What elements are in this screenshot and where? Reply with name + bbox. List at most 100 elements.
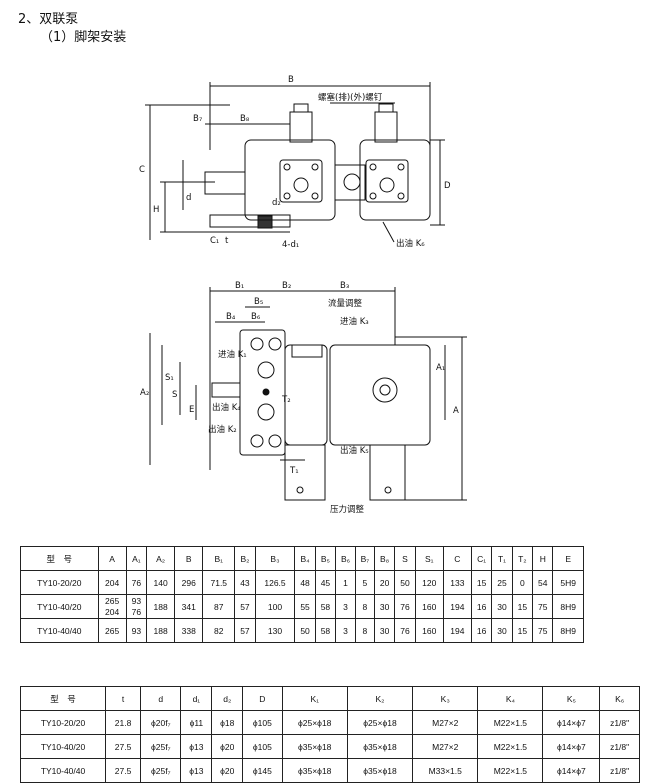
table-cell: 58	[314, 594, 337, 619]
table-cell: 27.5	[105, 734, 142, 759]
table-cell: TY10-20/20	[19, 710, 107, 735]
front-view: B₁ B₂ B₃ B₅ B₄ B₆ 流量调整 进油 K₃ 进油 K₁ A₂ S₁…	[140, 281, 467, 515]
table-cell: 76	[394, 594, 416, 619]
table-cell: 93	[125, 618, 148, 643]
column-header: B₄	[294, 546, 316, 571]
table-cell: 58	[314, 618, 337, 643]
table-cell: 57	[234, 594, 256, 619]
column-header: K₅	[542, 686, 601, 711]
label-S: S	[172, 390, 177, 400]
column-header: d	[140, 686, 182, 711]
table-cell: 265	[97, 618, 127, 643]
table-cell: TY10-20/20	[20, 570, 99, 595]
table-cell: ϕ145	[242, 758, 283, 783]
table-cell: M22×1.5	[477, 758, 544, 783]
label-outlet-k4: 出油 K₄	[212, 402, 241, 413]
table-cell: 75	[532, 618, 554, 643]
table-cell: 100	[254, 594, 296, 619]
column-header: E	[552, 546, 584, 571]
label-C1: C₁	[210, 236, 219, 246]
table-cell: ϕ35×ϕ18	[281, 758, 348, 783]
table-cell: 296	[174, 570, 204, 595]
table-cell: ϕ20	[211, 758, 244, 783]
column-header: K₃	[412, 686, 479, 711]
table-cell: ϕ11	[180, 710, 213, 735]
table-cell: ϕ105	[242, 734, 283, 759]
table-cell: 15	[511, 594, 534, 619]
table-cell: ϕ20f₇	[140, 710, 182, 735]
table-cell: M27×2	[412, 734, 479, 759]
label-B1: B₁	[235, 281, 244, 291]
label-H: H	[153, 205, 159, 215]
label-outlet-k6: 出油 K₆	[396, 238, 425, 249]
column-header: S	[394, 546, 416, 571]
table-cell: z1/8"	[599, 710, 640, 735]
table-cell: 126.5	[254, 570, 296, 595]
table-cell: ϕ13	[180, 734, 213, 759]
table-cell: 82	[202, 618, 236, 643]
label-inlet-k1: 进油 K₁	[218, 349, 247, 360]
table-cell: TY10-40/20	[20, 594, 99, 619]
table-cell: M22×1.5	[477, 710, 544, 735]
table-cell: 5H9	[552, 570, 584, 595]
table-cell: 194	[442, 618, 472, 643]
table-cell: ϕ14×ϕ7	[542, 710, 601, 735]
table-cell: 25	[491, 570, 513, 595]
label-T1: T₁	[289, 466, 299, 476]
table-cell: 76	[394, 618, 416, 643]
label-B3: B₃	[340, 281, 349, 291]
label-B4: B₄	[226, 312, 236, 322]
table-cell: 45	[314, 570, 337, 595]
label-inlet-k3: 进油 K₃	[340, 316, 369, 327]
side-view: B 螺塞(排)(外)螺钉 B₇ B₈ C H d d₂ C₁ t 4-d₁	[139, 75, 451, 250]
column-header: B₁	[202, 546, 236, 571]
column-header: d₂	[211, 686, 244, 711]
label-C: C	[139, 165, 145, 175]
column-header: d₁	[180, 686, 213, 711]
column-header: 型 号	[20, 546, 99, 571]
table-cell: 30	[373, 618, 396, 643]
pump-drawing: B 螺塞(排)(外)螺钉 B₇ B₈ C H d d₂ C₁ t 4-d₁	[139, 75, 467, 515]
column-header: A₂	[146, 546, 176, 571]
table-cell: 20	[373, 570, 396, 595]
column-header: K₁	[281, 686, 348, 711]
label-B6: B₆	[251, 312, 261, 322]
table-cell: 3	[335, 594, 356, 619]
column-header: A₁	[125, 546, 148, 571]
table-cell: 8	[354, 594, 375, 619]
label-4d1: 4-d₁	[282, 240, 299, 250]
label-E: E	[189, 405, 194, 415]
column-header: K₆	[599, 686, 640, 711]
table-cell: 48	[294, 570, 316, 595]
label-t: t	[225, 236, 229, 246]
table-cell: ϕ13	[180, 758, 213, 783]
column-header: K₄	[477, 686, 544, 711]
table-cell: 120	[414, 570, 444, 595]
table-cell: 30	[491, 594, 513, 619]
column-header: T₁	[491, 546, 513, 571]
table-cell: 188	[146, 594, 176, 619]
table-cell: 30	[373, 594, 396, 619]
table-cell: 57	[234, 618, 256, 643]
column-header: B	[174, 546, 204, 571]
table-cell: 8H9	[552, 594, 584, 619]
section-heading: 2、双联泵	[18, 12, 79, 27]
label-B7: B₇	[193, 114, 203, 124]
column-header: B₃	[254, 546, 296, 571]
column-header: B₅	[314, 546, 337, 571]
table-cell: ϕ105	[242, 710, 283, 735]
table-cell: 50	[394, 570, 416, 595]
table-cell: 140	[146, 570, 176, 595]
table-cell: ϕ35×ϕ18	[346, 758, 414, 783]
column-header: A	[97, 546, 127, 571]
table-cell: 76	[125, 570, 148, 595]
column-header: B₆	[335, 546, 356, 571]
column-header: S₁	[414, 546, 444, 571]
table-cell: 8H9	[552, 618, 584, 643]
